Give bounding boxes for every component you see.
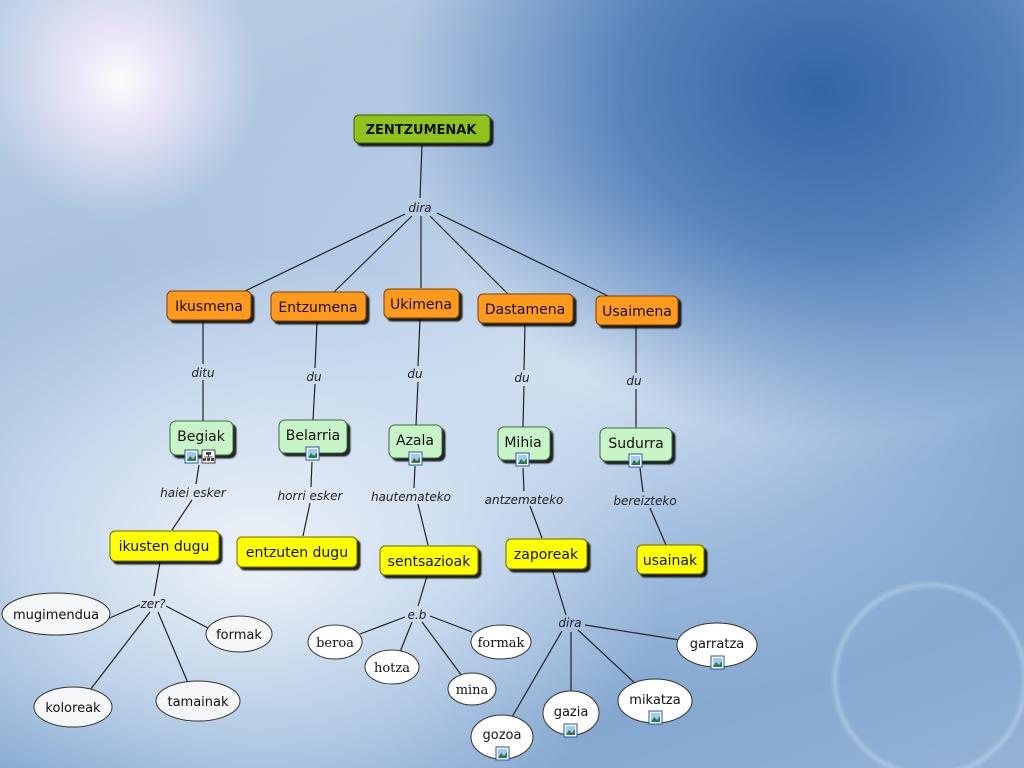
leaf-label: tamainak — [167, 695, 229, 710]
leaf-label: koloreak — [45, 701, 101, 716]
leaf-label: hotza — [374, 661, 410, 676]
leaf-node-koloreak[interactable]: koloreak — [33, 686, 113, 728]
leaf-node-tamainak[interactable]: tamainak — [155, 680, 241, 722]
action-node-usainak[interactable]: usainak — [636, 544, 705, 575]
leaf-node-beroa[interactable]: beroa — [307, 624, 363, 660]
leaf-label: mina — [456, 683, 489, 698]
organ-node-sudurra[interactable]: Sudurra — [599, 427, 673, 468]
sense-node-dastamena[interactable]: Dastamena — [477, 293, 574, 324]
link-label: horri esker — [278, 489, 344, 503]
leaf-label: mugimendua — [13, 608, 99, 623]
image-icon[interactable] — [628, 453, 643, 468]
link-label: bereizteko — [613, 494, 676, 508]
link-label: du — [626, 374, 642, 388]
sense-node-usaimena[interactable]: Usaimena — [595, 295, 679, 326]
organ-node-azala[interactable]: Azala — [388, 424, 443, 466]
leaf-label: gozoa — [483, 728, 522, 743]
leaf-node-formak-2[interactable]: formak — [470, 624, 532, 660]
leaf-node-mugimendua[interactable]: mugimendua — [1, 592, 111, 636]
sense-node-ukimena[interactable]: Ukimena — [383, 288, 460, 319]
link-label: du — [306, 370, 322, 384]
organ-label: Sudurra — [608, 436, 663, 452]
leaf-label: formak — [216, 628, 262, 643]
action-node-entzuten-dugu[interactable]: entzuten dugu — [236, 536, 358, 568]
action-node-zaporeak[interactable]: zaporeak — [505, 538, 588, 570]
organ-label: Belarria — [286, 428, 340, 444]
sense-label: Entzumena — [278, 300, 357, 316]
organ-label: Mihia — [504, 435, 541, 451]
leaf-node-gazia[interactable]: gazia — [542, 690, 600, 738]
organ-label: Begiak — [177, 429, 226, 445]
link-label: dira — [408, 201, 431, 215]
link-label: hautemateko — [371, 490, 451, 504]
organ-node-belarria[interactable]: Belarria — [278, 419, 348, 461]
image-icon[interactable] — [515, 452, 530, 467]
leaf-label: formak — [478, 636, 525, 651]
root-node[interactable]: ZENTZUMENAK — [353, 114, 491, 144]
root-label: ZENTZUMENAK — [366, 123, 478, 138]
link-label: du — [514, 371, 530, 385]
link-label: zer? — [140, 597, 167, 611]
link-label: antzemateko — [485, 493, 564, 507]
leaf-node-garratza[interactable]: garratza — [676, 622, 758, 670]
action-label: usainak — [643, 553, 698, 569]
image-icon[interactable] — [563, 723, 578, 738]
connector-lines — [89, 144, 681, 718]
leaf-label: mikatza — [629, 693, 680, 708]
sense-label: Ikusmena — [175, 299, 243, 315]
image-icon[interactable] — [710, 655, 725, 670]
leaf-node-formak[interactable]: formak — [205, 615, 273, 653]
leaf-node-gozoa[interactable]: gozoa — [470, 714, 534, 761]
leaf-label: beroa — [316, 636, 354, 651]
action-label: zaporeak — [514, 547, 579, 563]
leaf-label: garratza — [690, 637, 745, 652]
image-icon[interactable] — [184, 449, 199, 464]
link-label: haiei esker — [160, 486, 227, 500]
image-icon[interactable] — [495, 746, 510, 761]
leaf-node-mina[interactable]: mina — [447, 672, 497, 706]
link-label: e.b — [408, 608, 427, 622]
sitemap-icon[interactable] — [201, 449, 216, 464]
sense-label: Usaimena — [602, 304, 672, 320]
organ-node-mihia[interactable]: Mihia — [497, 426, 551, 467]
action-label: sentsazioak — [388, 554, 472, 570]
action-label: entzuten dugu — [246, 545, 348, 561]
link-label: dira — [558, 616, 581, 630]
sense-label: Dastamena — [485, 302, 565, 318]
image-icon[interactable] — [648, 710, 663, 725]
leaf-node-hotza[interactable]: hotza — [364, 649, 420, 685]
action-label: ikusten dugu — [119, 539, 210, 555]
leaf-node-mikatza[interactable]: mikatza — [617, 678, 693, 725]
link-label: du — [407, 367, 423, 381]
link-label: ditu — [191, 366, 215, 380]
action-node-ikusten-dugu[interactable]: ikusten dugu — [109, 530, 220, 562]
sense-node-ikusmena[interactable]: Ikusmena — [166, 290, 252, 321]
image-icon[interactable] — [408, 451, 423, 466]
image-icon[interactable] — [305, 446, 320, 461]
sense-node-entzumena[interactable]: Entzumena — [270, 291, 367, 322]
organ-label: Azala — [396, 433, 434, 449]
leaf-label: gazia — [554, 705, 589, 720]
organ-node-begiak[interactable]: Begiak — [169, 420, 234, 464]
sense-label: Ukimena — [390, 297, 452, 313]
action-node-sentsazioak[interactable]: sentsazioak — [379, 545, 479, 576]
